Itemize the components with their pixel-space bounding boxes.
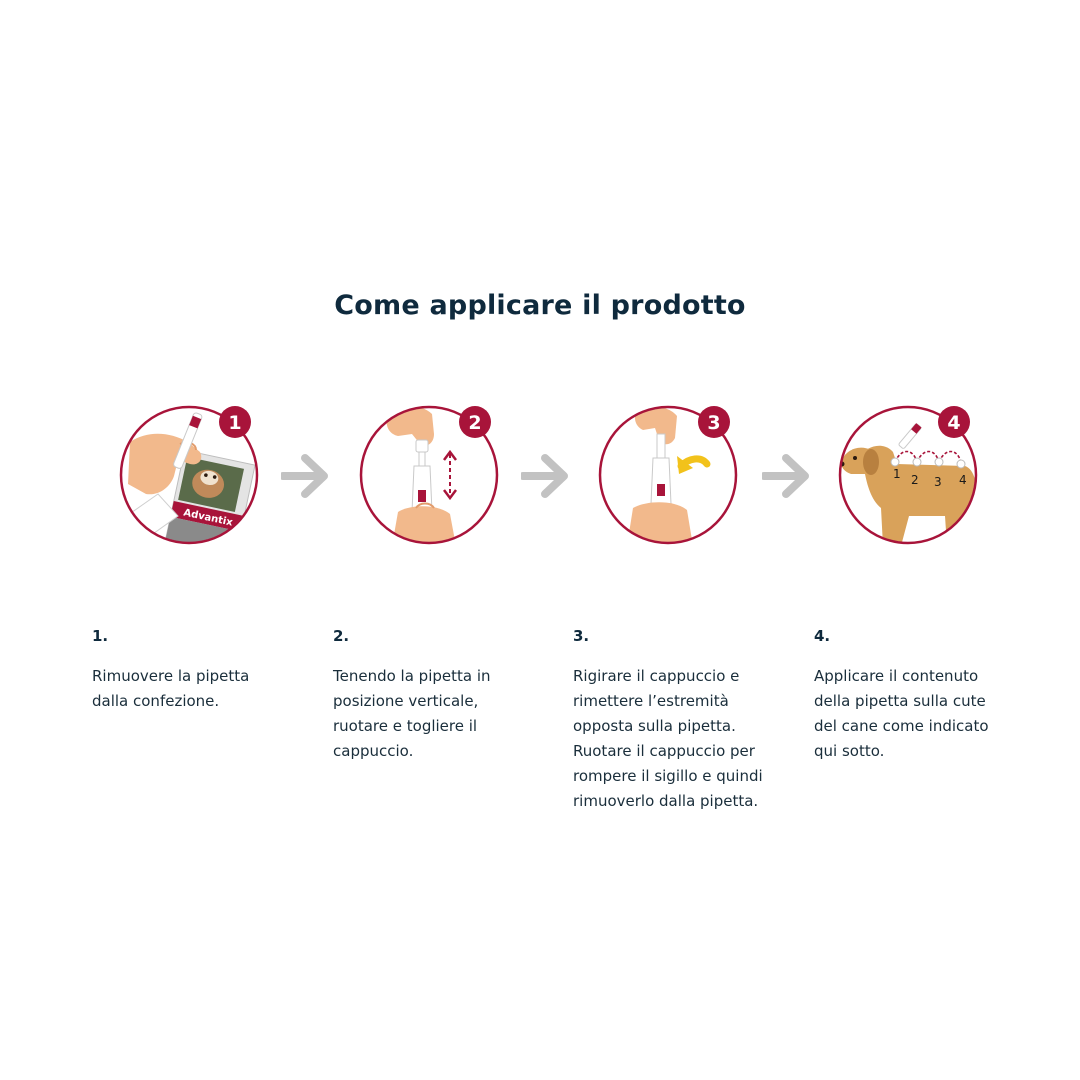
step-1-illustration: Advantix 1 <box>118 404 260 546</box>
step-2-illustration: 2 <box>358 404 500 546</box>
step-description: Rimuovere la pipetta dalla confezione. <box>92 667 250 710</box>
step-badge-2 <box>459 406 491 438</box>
page-title: Come applicare il prodotto <box>334 290 746 321</box>
svg-text:1: 1 <box>228 412 241 434</box>
step-3-illustration: 3 <box>597 404 739 546</box>
svg-text:4: 4 <box>947 412 960 434</box>
svg-text:3: 3 <box>707 412 720 434</box>
step-number: 1. <box>92 627 109 645</box>
step-description: Applicare il contenuto della pipetta sul… <box>814 667 989 760</box>
step-number: 2. <box>333 627 350 645</box>
point-2-label: 2 <box>911 473 919 487</box>
step-3-text: 3. Rigirare il cappuccio e rimettere l’e… <box>573 626 778 814</box>
step-number: 4. <box>814 627 831 645</box>
step-description: Rigirare il cappuccio e rimettere l’estr… <box>573 667 763 810</box>
arrow-right-icon <box>279 452 331 500</box>
point-3-label: 3 <box>934 475 942 489</box>
arrow-right-icon <box>519 452 571 500</box>
step-4-illustration: 1 2 3 4 4 <box>837 404 979 546</box>
step-description: Tenendo la pipetta in posizione vertical… <box>333 667 491 760</box>
point-1-label: 1 <box>893 467 901 481</box>
arrow-right-icon <box>760 452 812 500</box>
step-badge-3 <box>698 406 730 438</box>
svg-text:2: 2 <box>468 412 481 434</box>
point-4-label: 4 <box>959 473 967 487</box>
step-badge-4 <box>938 406 970 438</box>
step-2-text: 2. Tenendo la pipetta in posizione verti… <box>333 626 538 764</box>
step-4-text: 4. Applicare il contenuto della pipetta … <box>814 626 1019 764</box>
step-badge-1 <box>219 406 251 438</box>
step-1-text: 1. Rimuovere la pipetta dalla confezione… <box>92 626 297 714</box>
step-number: 3. <box>573 627 590 645</box>
